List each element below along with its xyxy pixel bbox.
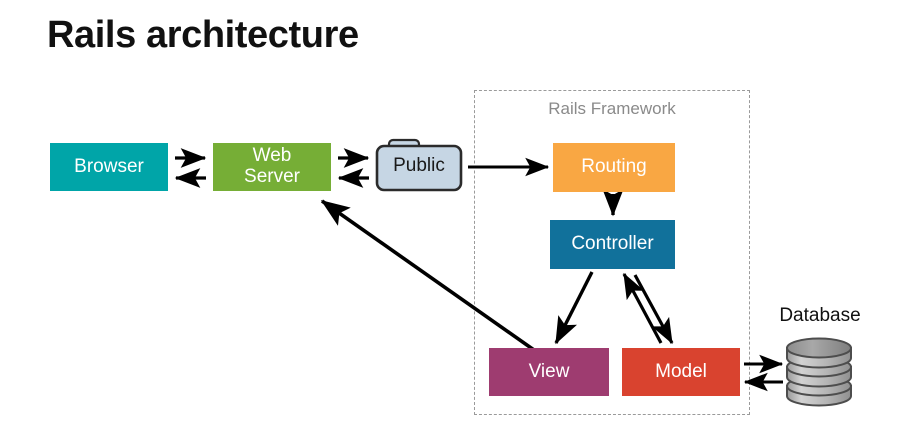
node-browser[interactable]: Browser [50, 143, 168, 191]
node-public-folder[interactable] [373, 131, 465, 193]
rails-framework-group [474, 90, 750, 415]
edge-model-database [743, 354, 784, 392]
edge-controller-model [622, 272, 674, 345]
page-title: Rails architecture [47, 14, 359, 56]
edge-controller-view [554, 271, 594, 345]
node-model[interactable]: Model [622, 348, 740, 396]
edge-view-webserver [320, 199, 536, 352]
node-database-cylinder[interactable] [783, 330, 855, 412]
edge-webserver-public [337, 148, 370, 188]
node-web-server[interactable]: Web Server [213, 143, 331, 191]
node-routing[interactable]: Routing [553, 143, 675, 192]
rails-framework-label: Rails Framework [548, 99, 676, 118]
node-controller[interactable]: Controller [550, 220, 675, 269]
node-view[interactable]: View [489, 348, 609, 396]
edge-browser-webserver [174, 148, 207, 188]
node-database-label: Database [779, 305, 861, 326]
